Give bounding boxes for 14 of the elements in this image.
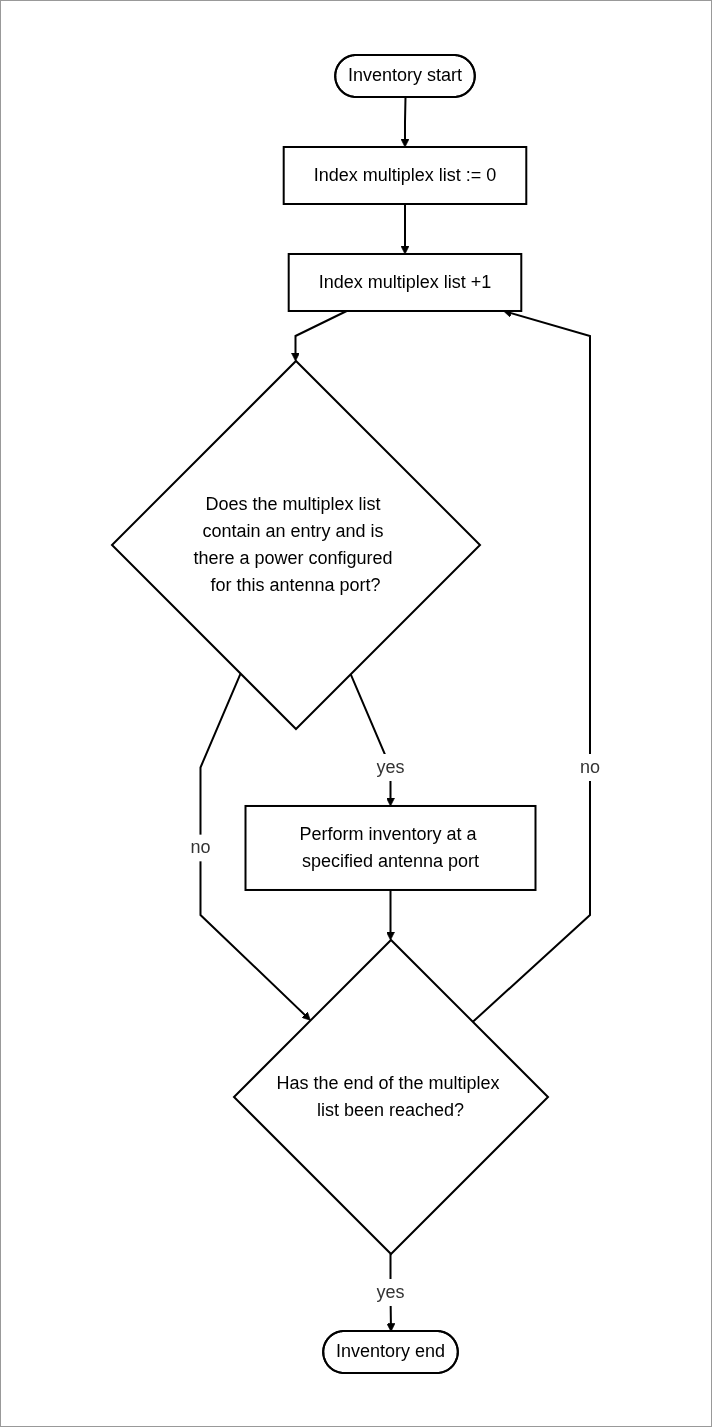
node-box: Index multiplex list := 0 (282, 145, 528, 205)
node-diamond: Has the end of the multiplex list been reached? (232, 938, 550, 1255)
edge-label: yes (376, 1281, 405, 1302)
arrow (291, 309, 348, 361)
edge-label: no (579, 756, 600, 777)
arrow (199, 672, 311, 1021)
node-box: Perform inventory at a specified antenna port (244, 804, 537, 891)
node-diamond: Does the multiplex list contain an entry and is there a power configured for this antenna port? (110, 359, 482, 730)
node-box: Index multiplex list +1 (287, 252, 523, 312)
edge-label: yes (376, 756, 405, 777)
edge-label: no (190, 837, 211, 857)
arrow (386, 888, 395, 940)
arrow (400, 202, 410, 254)
arrow (400, 96, 410, 147)
